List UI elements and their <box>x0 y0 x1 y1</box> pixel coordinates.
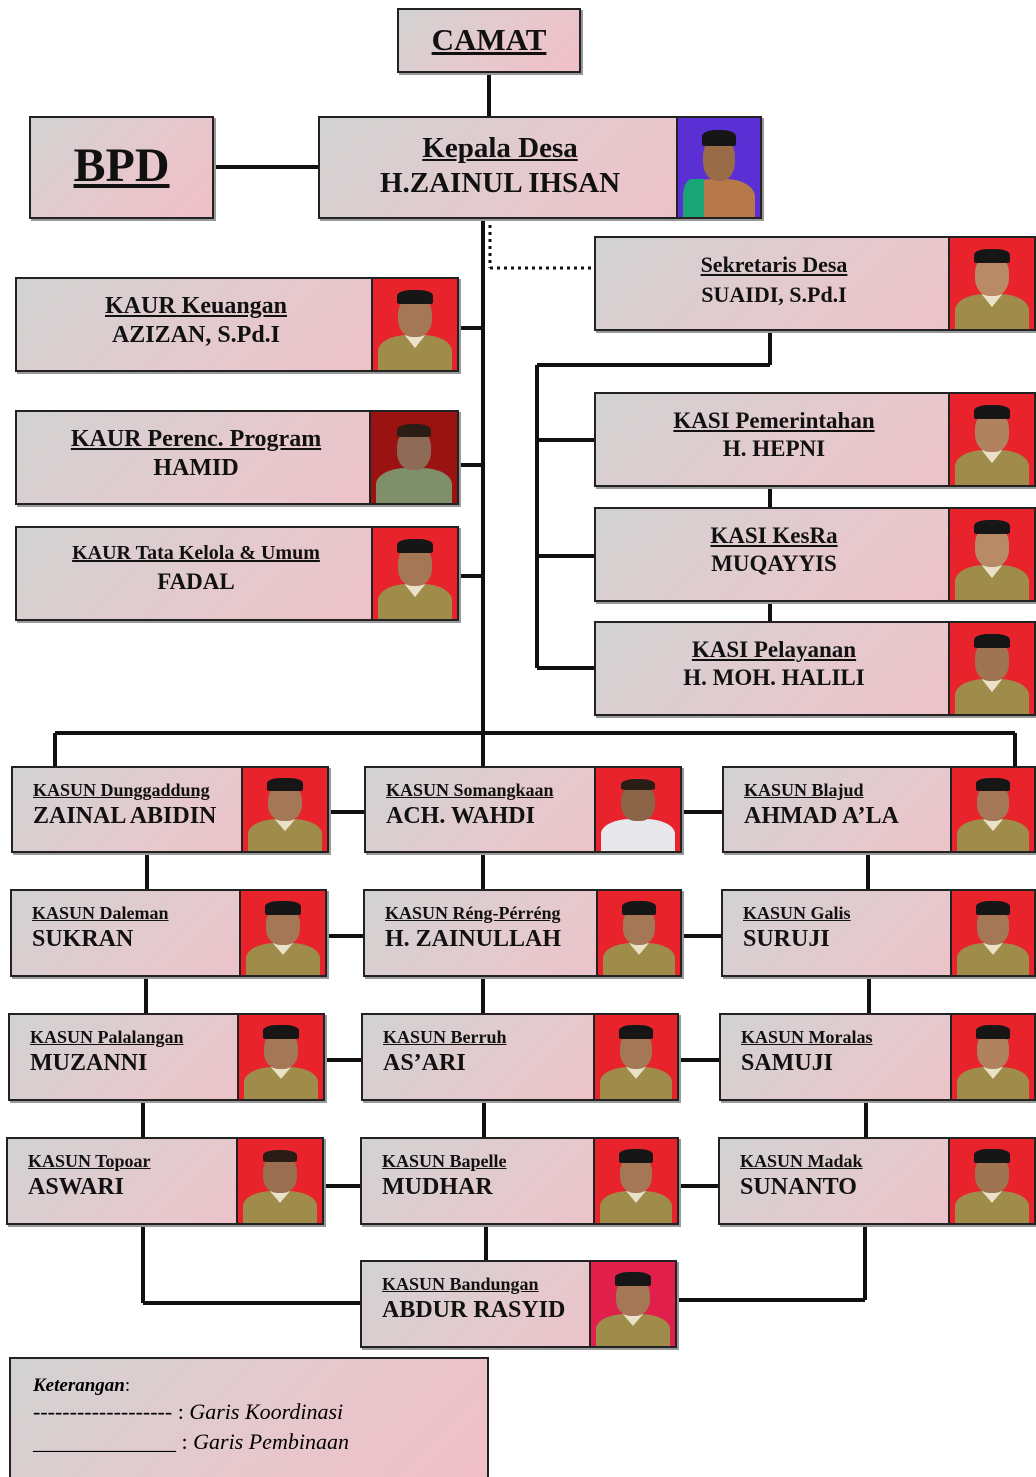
kasun-box: KASUN Réng-Pérréng H. ZAINULLAH <box>363 889 682 977</box>
legend-pembinaan-label: Garis Pembinaan <box>193 1429 349 1454</box>
kaur-title: KAUR Perenc. Program <box>70 426 322 452</box>
kasun-name: MUZANNI <box>30 1050 148 1076</box>
kasun-photo <box>950 891 1034 975</box>
kasun-box: KASUN Moralas SAMUJI <box>719 1013 1036 1101</box>
kasun-photo <box>948 1139 1034 1223</box>
legend-label: Keterangan: <box>33 1375 131 1396</box>
kasun-photo <box>237 1015 323 1099</box>
kasun-photo <box>593 1139 677 1223</box>
kasun-title: KASUN Madak <box>740 1151 863 1171</box>
kaur-name: FADAL <box>157 569 235 594</box>
kepala-desa-photo <box>676 118 760 217</box>
kasi-pemerintahan-photo <box>948 394 1034 485</box>
sekretaris-photo <box>948 238 1034 329</box>
kasun-box: KASUN Bapelle MUDHAR <box>360 1137 679 1225</box>
kasun-box: KASUN Galis SURUJI <box>721 889 1036 977</box>
kasi-title: KASI Pelayanan <box>691 637 857 662</box>
kasun-name: ABDUR RASYID <box>382 1297 566 1323</box>
kasun-name: SURUJI <box>743 926 830 952</box>
kasun-photo <box>950 1015 1034 1099</box>
kasun-box: KASUN Madak SUNANTO <box>718 1137 1036 1225</box>
kasun-title: KASUN Bapelle <box>382 1151 507 1171</box>
legend-koordinasi-label: Garis Koordinasi <box>189 1399 344 1424</box>
kasun-box: KASUN Berruh AS’ARI <box>361 1013 679 1101</box>
kepala-desa-title: Kepala Desa <box>422 132 578 164</box>
kasun-title: KASUN Bandungan <box>382 1274 539 1294</box>
kasun-name: AHMAD A’LA <box>744 803 899 829</box>
kasi-title: KASI KesRa <box>710 523 838 548</box>
kasun-title: KASUN Dunggaddung <box>33 780 210 800</box>
kepala-desa-name: H.ZAINUL IHSAN <box>379 167 621 199</box>
kaur-name: AZIZAN, S.Pd.I <box>111 322 281 348</box>
kasun-title: KASUN Galis <box>743 903 851 923</box>
sekretaris-box: Sekretaris Desa SUAIDI, S.Pd.I <box>594 236 1036 331</box>
legend-box: Keterangan: ------------------- : Garis … <box>9 1357 489 1477</box>
kasi-name: H. HEPNI <box>722 436 826 461</box>
kasun-title: KASUN Blajud <box>744 780 864 800</box>
dashed-line-sample: ------------------- <box>33 1399 173 1424</box>
kasun-title: KASUN Réng-Pérréng <box>385 903 561 923</box>
kaur-name: HAMID <box>153 455 239 481</box>
kasun-box: KASUN Topoar ASWARI <box>6 1137 324 1225</box>
kasun-box: KASUN Dunggaddung ZAINAL ABIDIN <box>11 766 329 853</box>
kasun-name: SAMUJI <box>741 1050 834 1076</box>
kaur-perencanaan-box: KAUR Perenc. Program HAMID <box>15 410 459 505</box>
camat-box: CAMAT <box>397 8 581 73</box>
bpd-box: BPD <box>29 116 214 219</box>
kasun-name: MUDHAR <box>382 1174 493 1200</box>
kaur-keuangan-photo <box>371 279 457 370</box>
kasun-name: ACH. WAHDI <box>386 803 535 829</box>
kasun-photo <box>236 1139 322 1223</box>
kasun-photo <box>594 768 680 851</box>
camat-title: CAMAT <box>431 22 547 57</box>
kasun-title: KASUN Moralas <box>741 1027 873 1047</box>
kasun-name: SUNANTO <box>740 1174 857 1200</box>
bpd-title: BPD <box>73 139 170 192</box>
sekretaris-title: Sekretaris Desa <box>700 252 848 277</box>
kasun-name: AS’ARI <box>383 1050 466 1076</box>
kasun-name: ASWARI <box>28 1174 125 1200</box>
solid-line-sample: _____________ <box>33 1429 176 1454</box>
kasi-kesra-photo <box>948 509 1034 600</box>
kasun-title: KASUN Topoar <box>28 1151 151 1171</box>
kaur-title: KAUR Keuangan <box>104 293 288 319</box>
kasi-kesra-box: KASI KesRa MUQAYYIS <box>594 507 1036 602</box>
kasun-box: KASUN Bandungan ABDUR RASYID <box>360 1260 677 1348</box>
kasun-title: KASUN Daleman <box>32 903 169 923</box>
kasi-title: KASI Pemerintahan <box>673 408 875 433</box>
kasun-box: KASUN Palalangan MUZANNI <box>8 1013 325 1101</box>
sekretaris-name: SUAIDI, S.Pd.I <box>701 282 847 307</box>
kasun-photo <box>950 768 1034 851</box>
kasun-photo <box>596 891 680 975</box>
kasun-photo <box>239 891 325 975</box>
kasun-title: KASUN Berruh <box>383 1027 507 1047</box>
kasun-title: KASUN Somangkaan <box>386 780 554 800</box>
kasi-pemerintahan-box: KASI Pemerintahan H. HEPNI <box>594 392 1036 487</box>
kasun-box: KASUN Somangkaan ACH. WAHDI <box>364 766 682 853</box>
kasun-photo <box>593 1015 677 1099</box>
kasun-name: SUKRAN <box>32 926 134 952</box>
kasi-name: H. MOH. HALILI <box>683 665 865 690</box>
kasi-name: MUQAYYIS <box>711 551 837 576</box>
kaur-tata-kelola-photo <box>371 528 457 619</box>
kasun-photo <box>241 768 327 851</box>
kaur-title: KAUR Tata Kelola & Umum <box>72 542 320 564</box>
kasun-name: H. ZAINULLAH <box>385 926 562 952</box>
kaur-perencanaan-photo <box>369 412 457 503</box>
kepala-desa-box: Kepala Desa H.ZAINUL IHSAN <box>318 116 762 219</box>
kasun-name: ZAINAL ABIDIN <box>33 803 217 829</box>
kasun-title: KASUN Palalangan <box>30 1027 184 1047</box>
legend-pembinaan: _____________ : Garis Pembinaan <box>33 1429 349 1454</box>
kaur-tata-kelola-box: KAUR Tata Kelola & Umum FADAL <box>15 526 459 621</box>
kasi-pelayanan-box: KASI Pelayanan H. MOH. HALILI <box>594 621 1036 716</box>
kaur-keuangan-box: KAUR Keuangan AZIZAN, S.Pd.I <box>15 277 459 372</box>
kasun-photo <box>589 1262 675 1346</box>
kasun-box: KASUN Blajud AHMAD A’LA <box>722 766 1036 853</box>
legend-koordinasi: ------------------- : Garis Koordinasi <box>33 1399 344 1424</box>
kasi-pelayanan-photo <box>948 623 1034 714</box>
kasun-box: KASUN Daleman SUKRAN <box>10 889 327 977</box>
